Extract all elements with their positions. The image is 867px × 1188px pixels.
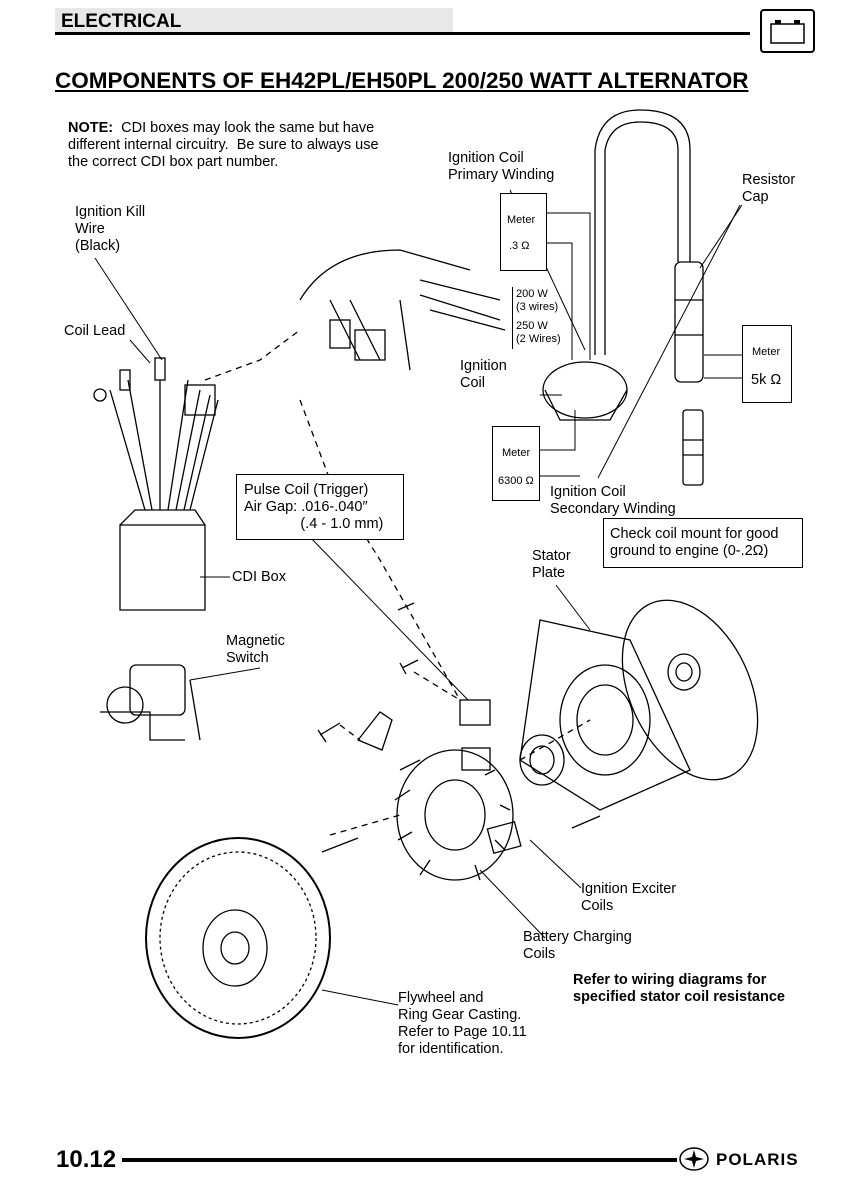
label-ignition-coil-primary: Ignition Coil Primary Winding (448, 150, 555, 183)
stator-part (396, 749, 514, 881)
label-coil-lead: Coil Lead (64, 323, 126, 339)
section-header: ELECTRICAL (55, 8, 453, 33)
meter-resistor: Meter 5k Ω (742, 325, 792, 403)
screw (399, 659, 419, 675)
meter-primary-label: Meter (507, 214, 536, 226)
stator-plate-part (519, 619, 691, 811)
label-ignition-exciter: Ignition Exciter Coils (581, 881, 677, 914)
magnetic-switch-part (129, 664, 186, 716)
label-battery-charging: Battery Charging Coils (523, 929, 632, 962)
cdi-box-part (119, 524, 206, 611)
meter-resistor-label: Meter (752, 346, 781, 358)
label-coil-mount-note: Check coil mount for good ground to engi… (603, 518, 803, 568)
label-pulse-coil: Pulse Coil (Trigger) Air Gap: .016-.040″… (236, 474, 404, 540)
polaris-logo: POLARIS (716, 1150, 799, 1169)
label-wiring-note: Refer to wiring diagrams for specified s… (573, 972, 785, 1005)
page-number: 10.12 (56, 1146, 117, 1173)
spark-plug-lead (594, 109, 691, 355)
label-200w: 200 W (3 wires) (516, 288, 559, 313)
resistor-cap-part (674, 261, 704, 383)
cdi-note-label: NOTE: (68, 120, 114, 136)
meter-primary-value: .3 Ω (509, 240, 530, 252)
label-cdi-box: CDI Box (232, 569, 286, 585)
pulse-coil-part (459, 699, 491, 726)
label-flywheel: Flywheel and Ring Gear Casting. Refer to… (398, 990, 527, 1057)
header-rule (55, 32, 750, 35)
ignition-coil-part (542, 361, 628, 419)
label-ignition-kill-wire: Ignition Kill Wire (Black) (75, 204, 146, 254)
screw (321, 837, 359, 853)
label-250w: 250 W (2 Wires) (516, 320, 561, 345)
meter-secondary-label: Meter (502, 447, 531, 459)
bearing (667, 653, 701, 691)
cdi-note-text: CDI boxes may look the same but have dif… (68, 120, 379, 170)
screw (571, 815, 601, 829)
flywheel-part (145, 837, 331, 1039)
label-ignition-coil-secondary: Ignition Coil Secondary Winding (550, 484, 676, 517)
o-ring (621, 599, 759, 781)
watt-bracket (512, 287, 516, 349)
label-resistor-cap: Resistor Cap (742, 172, 796, 205)
meter-resistor-value: 5k Ω (751, 372, 782, 388)
cdi-note: NOTE: CDI boxes may look the same but ha… (68, 120, 379, 171)
wiring-harness (299, 249, 506, 371)
label-magnetic-switch: Magnetic Switch (226, 633, 285, 666)
polaris-star-icon (678, 1145, 710, 1178)
footer-rule (122, 1158, 677, 1162)
meter-secondary: Meter 6300 Ω (492, 426, 540, 501)
page-title: COMPONENTS OF EH42PL/EH50PL 200/250 WATT… (55, 68, 749, 93)
meter-primary: Meter .3 Ω (500, 193, 547, 271)
screw (317, 722, 341, 743)
meter-secondary-value: 6300 Ω (498, 475, 534, 487)
battery-icon (760, 9, 815, 53)
oil-seal (519, 734, 565, 786)
spark-plug (682, 409, 704, 486)
label-ignition-coil: Ignition Coil (460, 358, 507, 391)
label-stator-plate: Stator Plate (532, 548, 571, 581)
